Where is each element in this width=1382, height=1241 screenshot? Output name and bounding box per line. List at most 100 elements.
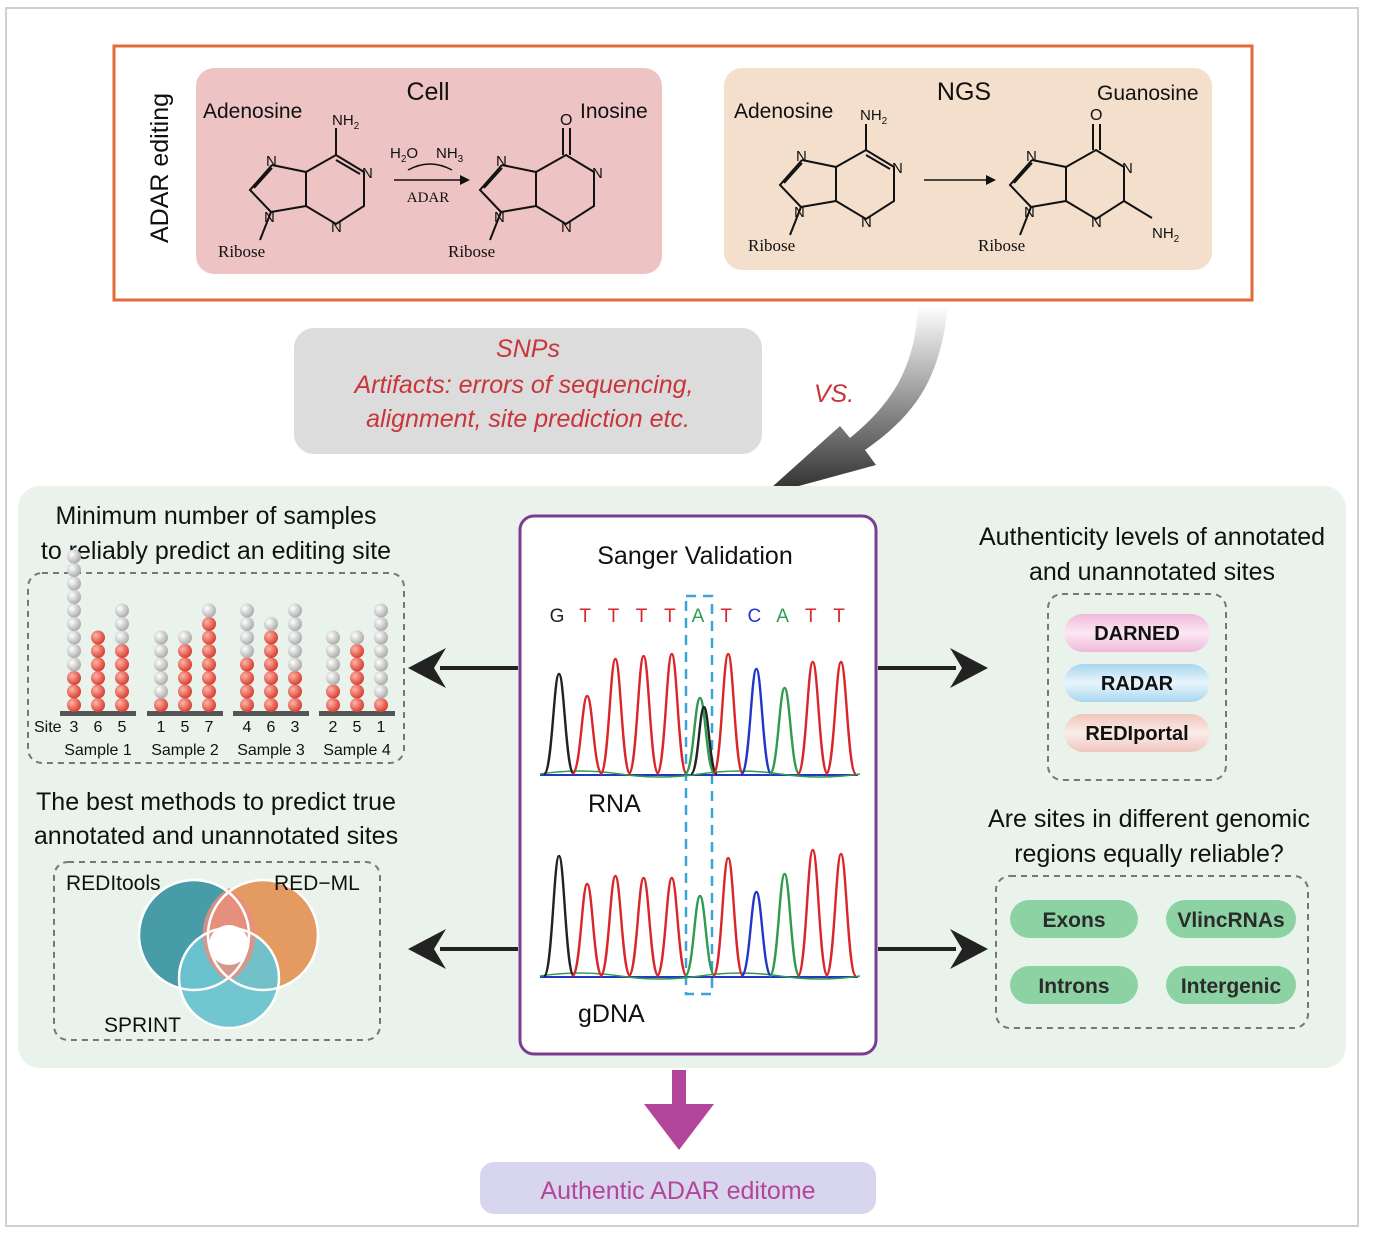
ngs-adenosine-molecule [778, 124, 895, 236]
regions-title-2: regions equally reliable? [1014, 840, 1284, 868]
bead-red [202, 698, 216, 712]
bead-gray [67, 617, 81, 631]
atom-n: N [494, 209, 505, 226]
bead-red [115, 657, 129, 672]
reagent-ammonia: NH3 [436, 145, 464, 165]
bead-gray [374, 617, 388, 631]
bead-red [202, 671, 216, 685]
atom-n: N [561, 219, 572, 236]
bead-gray [264, 617, 278, 631]
bead-gray [178, 630, 192, 645]
bead-gray [326, 671, 340, 685]
bead-gray [288, 617, 302, 631]
samples-title-2: to reliably predict an editing site [41, 537, 391, 565]
sequence-base: T [720, 606, 732, 627]
confounder-artifacts-2: alignment, site prediction etc. [366, 405, 690, 433]
bead-gray [115, 630, 129, 645]
sequence-base: T [833, 606, 845, 627]
db-pill-radar [1064, 664, 1210, 702]
region-introns: Introns [1038, 975, 1109, 998]
site-count: 3 [291, 719, 300, 736]
amine-label: NH2 [1152, 225, 1180, 245]
region-pill-vlincrnas [1166, 900, 1296, 938]
bead-gray [374, 684, 388, 699]
bead-red [288, 671, 302, 685]
sample-name: Sample 1 [64, 742, 132, 759]
bead-gray [67, 644, 81, 658]
confounder-snps: SNPs [496, 335, 560, 363]
site-count: 1 [377, 719, 386, 736]
sample-name: Sample 4 [323, 742, 391, 759]
rna-chromatogram [539, 652, 861, 778]
bead-gray [67, 549, 81, 564]
trace-noise [539, 770, 861, 778]
bead-gray [67, 603, 81, 618]
site-count: 7 [205, 719, 214, 736]
bead-gray [202, 603, 216, 618]
bead-red [264, 657, 278, 672]
db-darned: DARNED [1094, 623, 1180, 645]
arrow-head [408, 929, 446, 969]
site-count: 6 [94, 719, 103, 736]
bead-red [240, 671, 254, 685]
bead-red [67, 698, 81, 712]
bead-gray [288, 603, 302, 618]
bead-red [178, 644, 192, 658]
site-count: 5 [353, 719, 362, 736]
trace-peak [768, 872, 801, 978]
site-count: 6 [267, 719, 276, 736]
sanger-arrows [408, 648, 988, 969]
result-label: Authentic ADAR editome [540, 1177, 815, 1205]
venn-center [209, 925, 249, 965]
region-pill-intergenic [1166, 966, 1296, 1004]
bead-gray [374, 603, 388, 618]
reaction-arrow-head [460, 175, 470, 185]
bead-gray [154, 657, 168, 672]
site-count: 5 [181, 719, 190, 736]
trace-peak [712, 856, 745, 978]
bead-gray [154, 630, 168, 645]
site-count: 3 [70, 719, 79, 736]
bead-red [264, 671, 278, 685]
ngs-ribose-right: Ribose [978, 236, 1025, 255]
atom-n: N [1122, 160, 1133, 177]
methods-box [53, 861, 381, 1041]
site-count: 5 [118, 719, 127, 736]
trace-peak [542, 854, 576, 978]
bead-gray [154, 644, 168, 658]
site-count: 2 [329, 719, 338, 736]
bead-red [91, 684, 105, 699]
bead-red [264, 630, 278, 645]
bead-red [67, 671, 81, 685]
ngs-guanosine-atoms: N N N N O NH2 [1024, 107, 1180, 245]
bead-gray [240, 603, 254, 618]
amine-label: NH2 [860, 107, 888, 127]
databases-title-1: Authenticity levels of annotated [979, 523, 1325, 551]
bead-gray [326, 644, 340, 658]
sequence-base: G [550, 606, 565, 627]
bead-red [240, 698, 254, 712]
adar-enzyme-label: ADAR [407, 190, 450, 206]
atom-n: N [264, 209, 275, 226]
bead-red [350, 644, 364, 658]
cell-ribose-left: Ribose [218, 242, 265, 261]
ngs-ribose-left: Ribose [748, 236, 795, 255]
ngs-adenosine-label: Adenosine [734, 100, 833, 123]
cell-adenosine-molecule [248, 128, 365, 241]
sample-name: Sample 2 [151, 742, 219, 759]
trace-peak [824, 660, 858, 776]
bead-red [240, 657, 254, 672]
trace-peak [712, 652, 745, 776]
bead-gray [240, 644, 254, 658]
bead-red [178, 698, 192, 712]
bead-red [91, 657, 105, 672]
bead-red [178, 657, 192, 672]
venn-outline-1 [137, 878, 251, 992]
bead-gray [240, 630, 254, 645]
databases-title-2: and unannotated sites [1029, 558, 1275, 586]
bead-red [264, 684, 278, 699]
reaction-curve [407, 163, 453, 171]
bead-gray [154, 684, 168, 699]
